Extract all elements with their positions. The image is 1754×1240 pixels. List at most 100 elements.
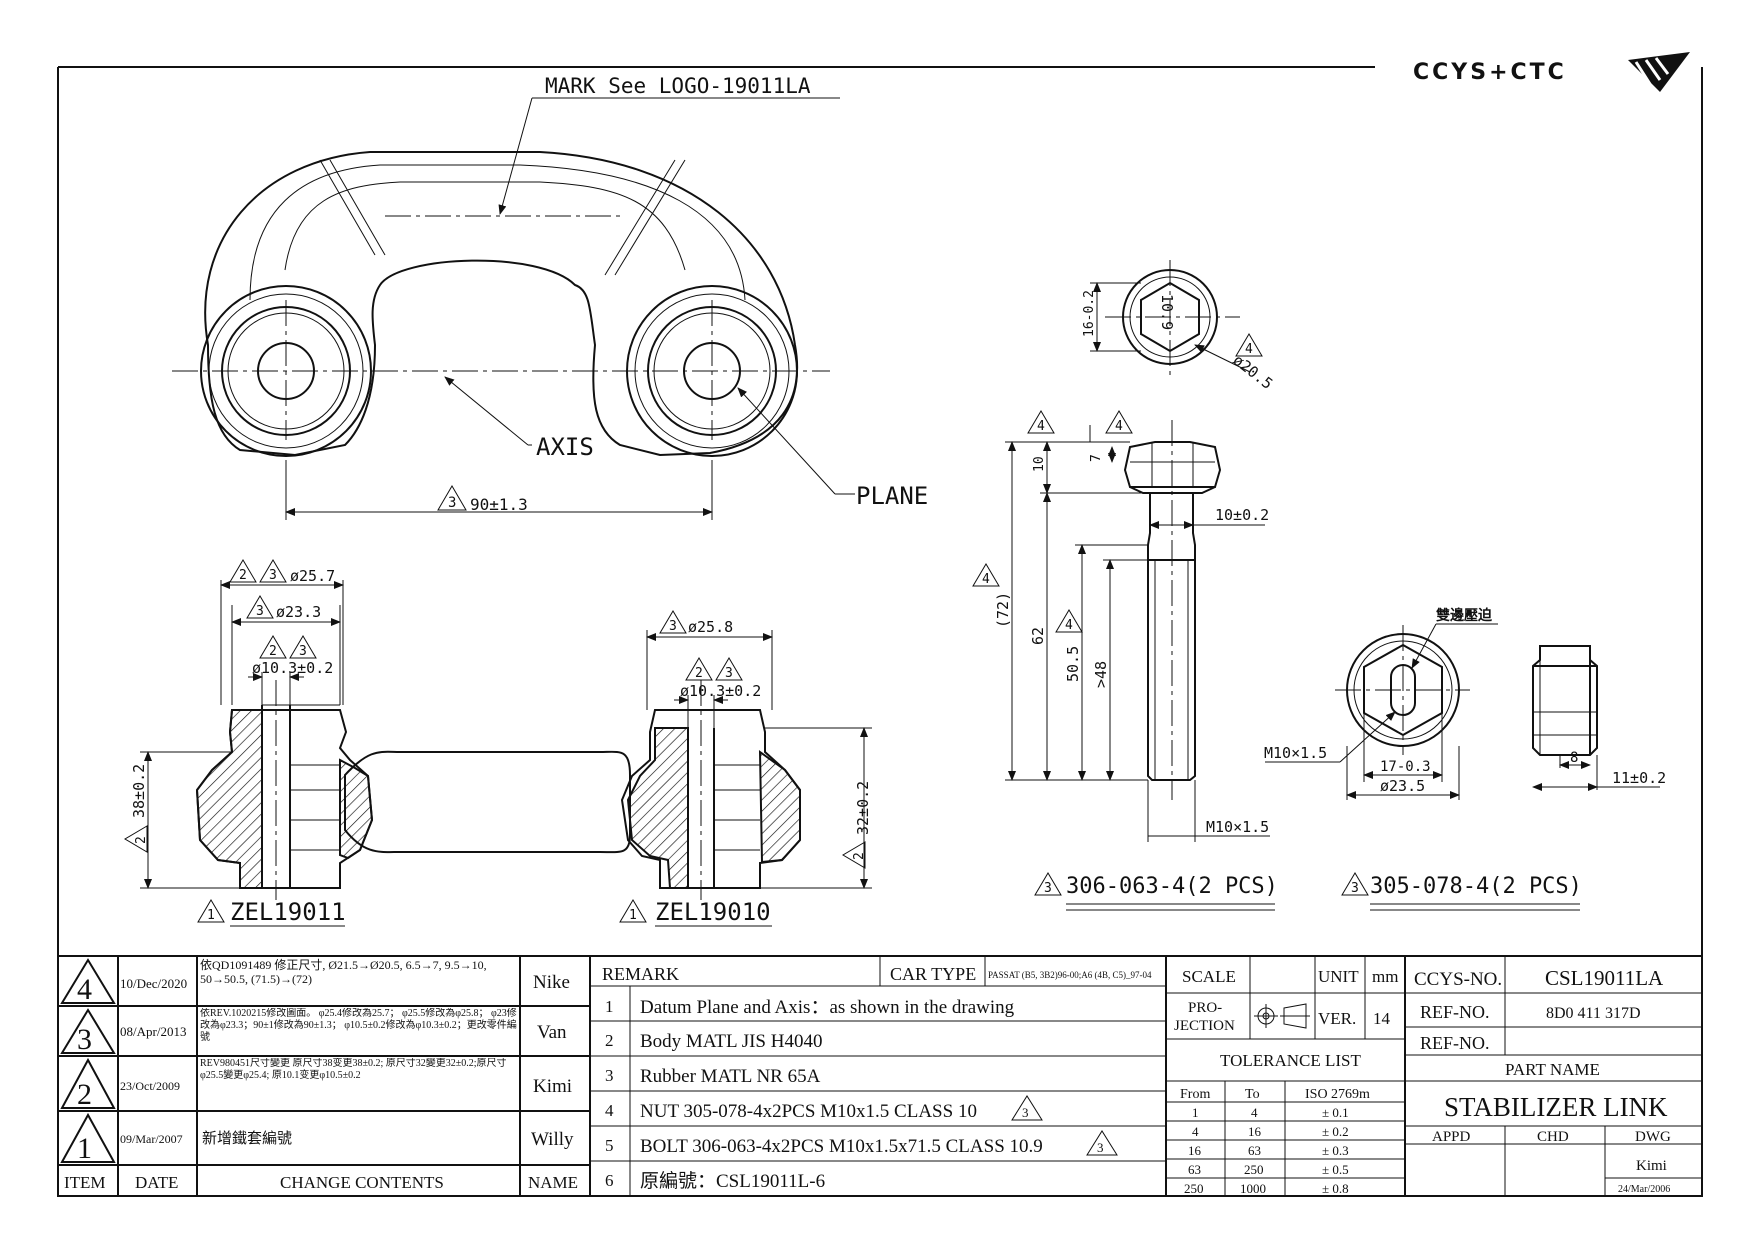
dim-nut-flange: ø23.5 — [1380, 777, 1425, 795]
tol-header: To — [1245, 1087, 1260, 1102]
rev-row-content-2: REV980451尺寸變更 原尺寸38变更38±0.2; 原尺寸32變更32±0… — [200, 1058, 507, 1081]
remark-text: NUT 305-078-4x2PCS M10x1.5 CLASS 10 — [640, 1101, 977, 1122]
rev-triangle-4: 4 — [1105, 410, 1133, 434]
dim-bolt-head: 10 — [1032, 456, 1047, 472]
dim-right-height: 32±0.2 — [854, 781, 872, 835]
dim-bolt-total: (72) — [994, 592, 1012, 628]
rev-triangle-2: 2 — [842, 841, 867, 869]
car-type-label: CAR TYPE — [890, 964, 976, 984]
dim-bolt-48: >48 — [1092, 661, 1110, 688]
tol-cell: 1000 — [1240, 1181, 1266, 1196]
svg-text:3: 3 — [256, 604, 264, 619]
rev-header-name: NAME — [528, 1173, 578, 1192]
dim-nut-side-8: 8 — [1570, 750, 1578, 766]
tol-cell: ± 0.2 — [1322, 1124, 1349, 1139]
tol-cell: 16 — [1188, 1143, 1202, 1158]
remark-text: BOLT 306-063-4x2PCS M10x1.5x71.5 CLASS 1… — [640, 1136, 1043, 1157]
car-type-value: PASSAT (B5, 3B2)96-00;A6 (4B, C5)_97-04 — [988, 970, 1152, 980]
rev-triangle-3: 3 — [715, 657, 743, 681]
tol-cell: ± 0.3 — [1322, 1143, 1349, 1158]
rev-header-content: CHANGE CONTENTS — [280, 1173, 444, 1192]
revision-table: 4 3 2 1 10/Dec/2020 08/Apr/2013 23/Oct/2… — [58, 956, 591, 1196]
dim-bolt-hex: 16-0.2 — [1082, 290, 1097, 337]
dim-left-mid: ø23.3 — [276, 603, 321, 621]
tol-cell: 250 — [1184, 1181, 1204, 1196]
brand-logo: CCYS+CTC — [1413, 52, 1690, 92]
dim-bolt-across: 10.9 — [1158, 294, 1176, 330]
remark-text: Datum Plane and Axis：as shown in the dra… — [640, 997, 1015, 1018]
svg-text:2: 2 — [852, 852, 867, 860]
ccys-no-value: CSL19011LA — [1545, 966, 1664, 990]
rev-row-date: 23/Oct/2009 — [120, 1079, 180, 1093]
dim-right-bore: ø10.3±0.2 — [680, 682, 761, 700]
rev-triangle-2: 2 — [259, 635, 287, 659]
dim-left-height: 38±0.2 — [130, 764, 148, 818]
svg-text:4: 4 — [1065, 618, 1073, 633]
dim-nut-across: 17-0.3 — [1380, 759, 1431, 775]
bolt-views: 10.9 16-0.2 4 ø20.5 (72) 4 10 — [972, 260, 1278, 911]
rev-row-date: 08/Apr/2013 — [120, 1024, 186, 1039]
tol-cell: 250 — [1244, 1162, 1264, 1177]
rev-row-date: 09/Mar/2007 — [120, 1132, 183, 1146]
title-block: 4 3 2 1 10/Dec/2020 08/Apr/2013 23/Oct/2… — [57, 955, 1703, 1197]
rev-triangle-1: 1 — [619, 899, 647, 923]
rev-row-name: Van — [537, 1022, 567, 1043]
rev-triangle-3: 3 — [659, 610, 687, 634]
rev-row-content-3: 依REV.1020215修改圖面。 φ25.4修改為25.7； φ25.5修改為… — [200, 1008, 517, 1043]
brand-logo-text: CCYS+CTC — [1413, 60, 1567, 85]
nut-note: 雙邊壓迫 — [1436, 607, 1493, 624]
part-no-left: ZEL19011 — [230, 898, 346, 926]
tol-cell: 16 — [1248, 1124, 1262, 1139]
svg-text:3: 3 — [1022, 1105, 1029, 1120]
rev-row-content-4: 依QD1091489 修正尺寸, Ø21.5→Ø20.5, 6.5→7, 9.5… — [200, 958, 487, 986]
rev-row-item: 3 — [77, 1023, 92, 1056]
rev-row-name: Nike — [533, 972, 570, 993]
unit-label: UNIT — [1318, 967, 1359, 986]
rev-header-item: ITEM — [64, 1173, 106, 1192]
rev-triangle-2: 2 — [124, 825, 149, 853]
tol-cell: 1 — [1192, 1105, 1199, 1120]
rev-triangle-3: 3 — [437, 485, 467, 511]
ref-no-label: REF-NO. — [1420, 1002, 1490, 1022]
svg-text:3: 3 — [269, 568, 277, 583]
tol-cell: 4 — [1192, 1124, 1199, 1139]
dim-bolt-shank: 10±0.2 — [1215, 506, 1269, 524]
tolerance-title: TOLERANCE LIST — [1220, 1051, 1361, 1070]
ccys-no-label: CCYS-NO. — [1414, 969, 1502, 990]
rev-triangle-4: 4 — [1235, 333, 1263, 357]
dim-nut-side-h: 11±0.2 — [1612, 769, 1666, 787]
dim-bolt-62: 62 — [1029, 627, 1047, 645]
ccys-bird-logo-icon — [1628, 52, 1690, 92]
rev-triangle-4: 4 — [1027, 410, 1055, 434]
remark-no: 6 — [605, 1171, 614, 1190]
chd-label: CHD — [1537, 1129, 1569, 1145]
svg-text:2: 2 — [269, 644, 277, 659]
rev-triangle-3: 3 — [1011, 1095, 1043, 1121]
rev-triangle-3: 3 — [1341, 872, 1369, 896]
rev-row-content-1: 新增鐵套編號 — [202, 1129, 292, 1147]
unit-value: mm — [1372, 967, 1398, 986]
tol-cell: 63 — [1248, 1143, 1261, 1158]
remark-no: 1 — [605, 997, 614, 1016]
projection-label: PRO- — [1188, 1000, 1222, 1016]
dim-nut-thread: M10×1.5 — [1264, 744, 1327, 762]
dim-center-distance: 90±1.3 — [470, 495, 528, 514]
ref-no-value: 8D0 411 317D — [1546, 1005, 1641, 1022]
rev-row-item: 4 — [77, 973, 92, 1006]
remark-header: REMARK — [602, 964, 679, 984]
remark-no: 5 — [605, 1136, 614, 1155]
svg-text:3: 3 — [725, 666, 733, 681]
dim-left-bore: ø10.3±0.2 — [252, 659, 333, 677]
ver-label: VER. — [1318, 1009, 1356, 1028]
tol-cell: ± 0.8 — [1322, 1181, 1349, 1196]
rev-row-item: 1 — [77, 1132, 92, 1165]
part-no-bolt: 306-063-4(2 PCS) — [1066, 874, 1278, 899]
projection-label: JECTION — [1174, 1018, 1235, 1034]
rev-triangle-3: 3 — [1086, 1130, 1118, 1156]
remark-no: 3 — [605, 1066, 614, 1085]
remark-no: 2 — [605, 1031, 614, 1050]
svg-text:4: 4 — [982, 572, 990, 587]
rev-triangle-3: 3 — [246, 595, 274, 619]
dim-left-outer: ø25.7 — [290, 567, 335, 585]
